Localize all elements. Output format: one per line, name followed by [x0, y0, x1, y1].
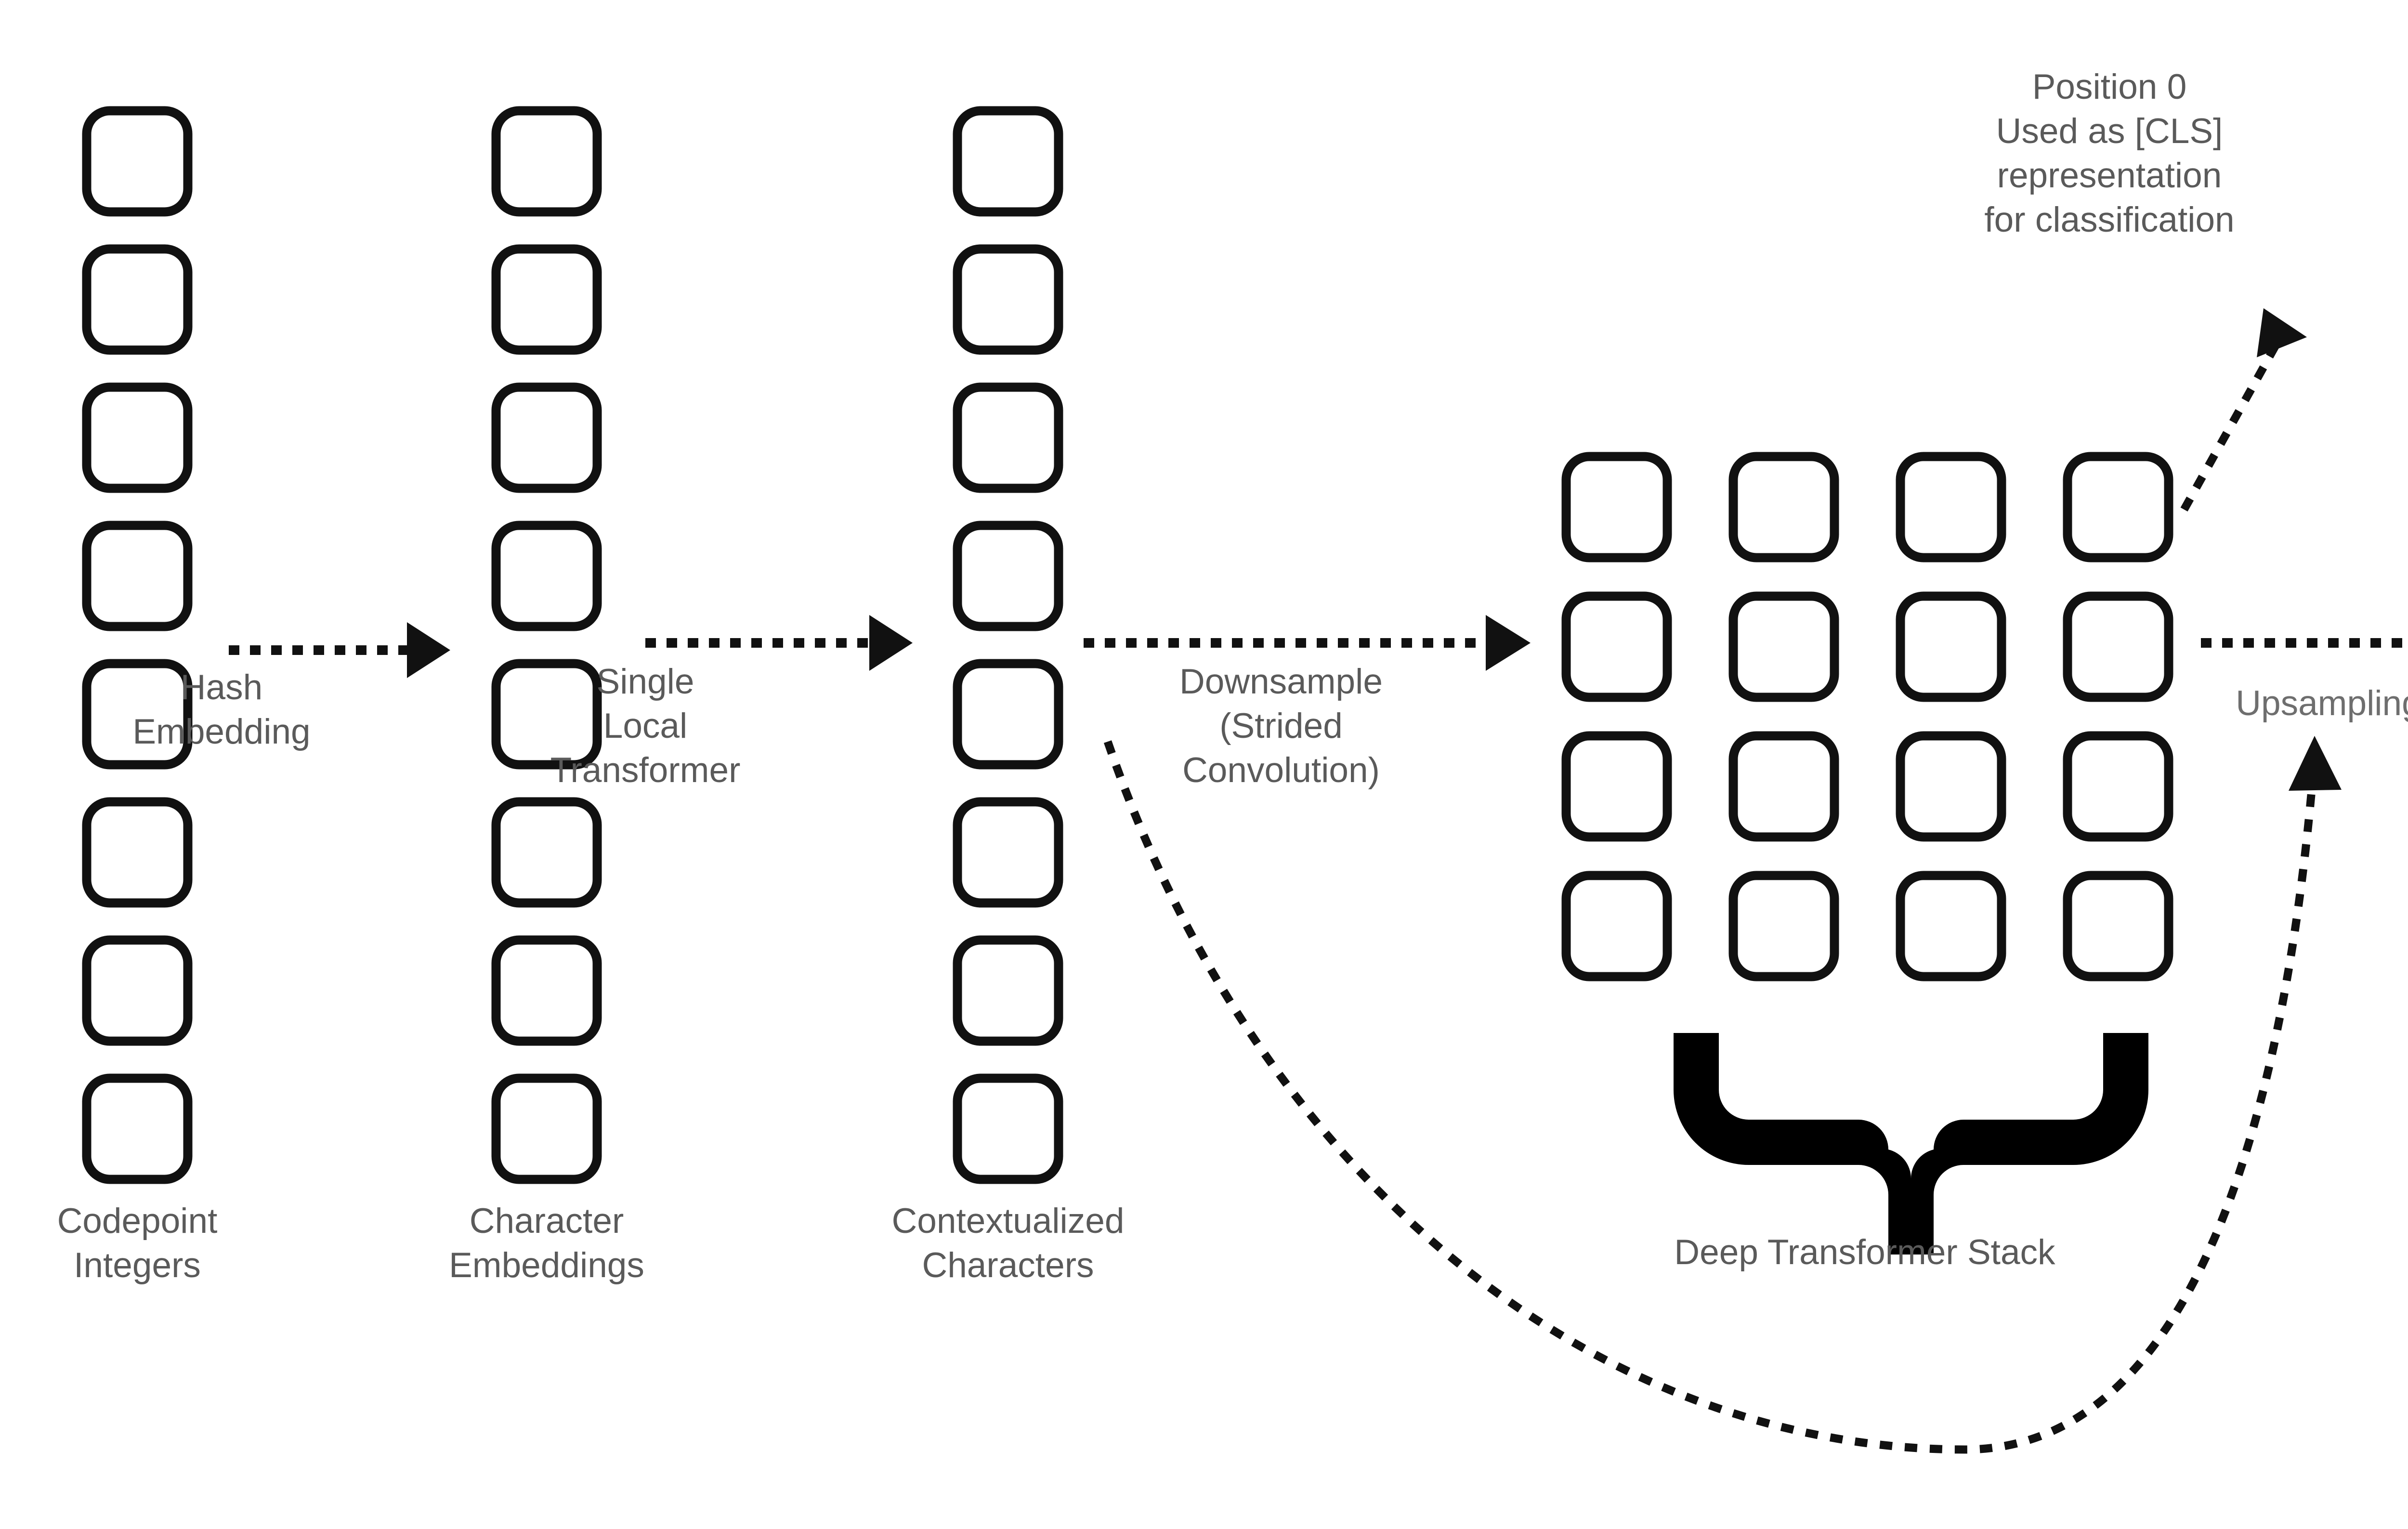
transformer-cell [1561, 871, 1672, 981]
residual-skip-arrow [1103, 736, 2342, 1454]
arrowhead-icon [2257, 308, 2307, 357]
transformer-cell [1896, 731, 2006, 842]
token-box [82, 1073, 193, 1184]
stage-column-ctx-chars [953, 106, 1063, 1184]
transition-arrow-hash-embedding [229, 622, 450, 678]
token-box [953, 244, 1063, 355]
transition-label-downsample: Downsample (Strided Convolution) [1179, 662, 1383, 790]
token-box [82, 797, 193, 908]
token-box [82, 659, 193, 770]
transition-label-local-transformer: Single Local Transformer [550, 662, 741, 790]
transformer-cell [1728, 591, 1839, 702]
transformer-cell [2063, 871, 2173, 981]
token-box [953, 382, 1063, 493]
transition-arrow-upsampling [2201, 638, 2408, 648]
transformer-cell [1728, 452, 1839, 562]
transformer-cell [1561, 731, 1672, 842]
transformer-stack-grid [1561, 452, 2173, 981]
token-box [82, 244, 193, 355]
arrowhead-icon [869, 615, 913, 671]
transformer-cell [1561, 591, 1672, 702]
transition-arrow-local-transformer [645, 615, 913, 671]
transformer-cell [1728, 871, 1839, 981]
token-box [491, 521, 602, 631]
transformer-cell [1896, 591, 2006, 702]
token-box [82, 521, 193, 631]
transition-label-hash-embedding: Hash Embedding [132, 668, 311, 751]
arrowhead-icon [407, 622, 450, 678]
token-box [491, 935, 602, 1046]
stage-column-codepoints [82, 106, 193, 1184]
transformer-cell [1896, 452, 2006, 562]
token-box [953, 797, 1063, 908]
transformer-cell [2063, 731, 2173, 842]
stage-label-deep-stack: Deep Transformer Stack [1674, 1233, 2055, 1272]
arrowhead-icon [1486, 615, 1531, 671]
token-box [82, 935, 193, 1046]
stage-label-ctx-chars: Contextualized Characters [891, 1202, 1125, 1285]
stage-column-char-emb [491, 106, 602, 1184]
stage-label-codepoints: Codepoint Integers [57, 1202, 218, 1285]
curly-brace-icon [1674, 1033, 2148, 1255]
transformer-cell [2063, 591, 2173, 702]
transformer-cell [1728, 731, 1839, 842]
token-box [491, 244, 602, 355]
token-box [491, 659, 602, 770]
token-box [953, 106, 1063, 217]
arrowhead-icon [2289, 736, 2342, 791]
token-box [953, 659, 1063, 770]
transformer-cell [1896, 871, 2006, 981]
cls-annotation-label: Position 0 Used as [CLS] representation … [1984, 67, 2235, 239]
token-box [82, 106, 193, 217]
transformer-cell [2063, 452, 2173, 562]
transformer-cell [1561, 452, 1672, 562]
token-box [491, 1073, 602, 1184]
token-box [82, 382, 193, 493]
token-box [491, 106, 602, 217]
token-box [491, 382, 602, 493]
cls-callout-arrow [2180, 308, 2307, 512]
transition-label-upsampling: Upsampling [2236, 684, 2408, 723]
token-box [953, 521, 1063, 631]
token-box [953, 935, 1063, 1046]
token-box [953, 1073, 1063, 1184]
transition-arrow-downsample [1084, 615, 1531, 671]
stage-label-char-emb: Character Embeddings [449, 1202, 644, 1285]
token-box [491, 797, 602, 908]
